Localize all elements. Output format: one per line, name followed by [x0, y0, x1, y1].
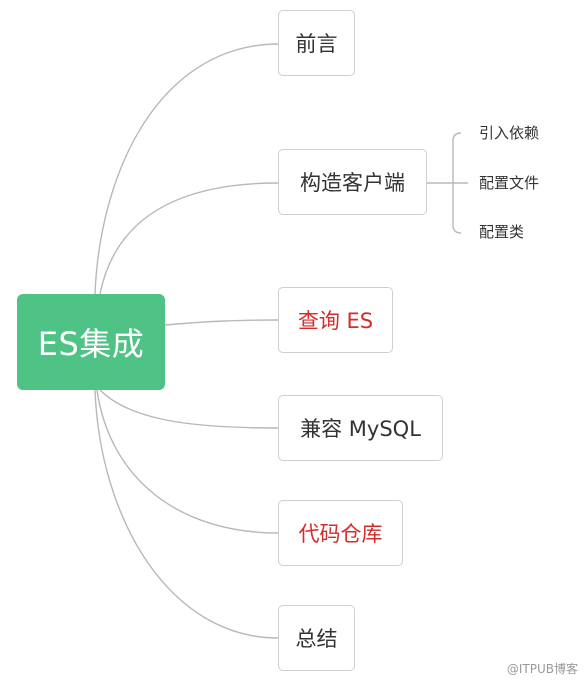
branch-label: 总结 [295, 627, 338, 651]
branch-node-preface[interactable]: 前言 [278, 10, 355, 76]
leaf-add-dependency[interactable]: 引入依赖 [479, 124, 540, 142]
branch-node-summary[interactable]: 总结 [278, 605, 355, 671]
connector-to-mysql [99, 389, 279, 429]
leaf-config-file[interactable]: 配置文件 [479, 174, 540, 192]
watermark: @ITPUB博客 [506, 662, 578, 676]
branch-node-mysql[interactable]: 兼容 MySQL [278, 395, 443, 461]
branch-label: 查询 ES [297, 309, 374, 333]
branch-label: 构造客户端 [300, 171, 405, 195]
branch-label: 前言 [295, 32, 338, 56]
branch-node-repo[interactable]: 代码仓库 [278, 500, 403, 566]
connector-to-query [164, 319, 279, 326]
connector-to-summary [94, 389, 279, 639]
connector-client-bracket [427, 132, 468, 234]
connector-to-preface [94, 43, 279, 295]
root-node[interactable]: ES集成 [17, 294, 165, 390]
branch-label: 代码仓库 [298, 522, 383, 546]
root-label: ES集成 [37, 325, 145, 363]
leaf-config-class[interactable]: 配置类 [479, 223, 525, 241]
branch-label: 兼容 MySQL [300, 417, 421, 441]
connector-to-repo [96, 389, 279, 534]
branch-node-client[interactable]: 构造客户端 [278, 149, 427, 215]
connector-to-client [99, 182, 279, 295]
branch-node-query-es[interactable]: 查询 ES [278, 287, 393, 353]
